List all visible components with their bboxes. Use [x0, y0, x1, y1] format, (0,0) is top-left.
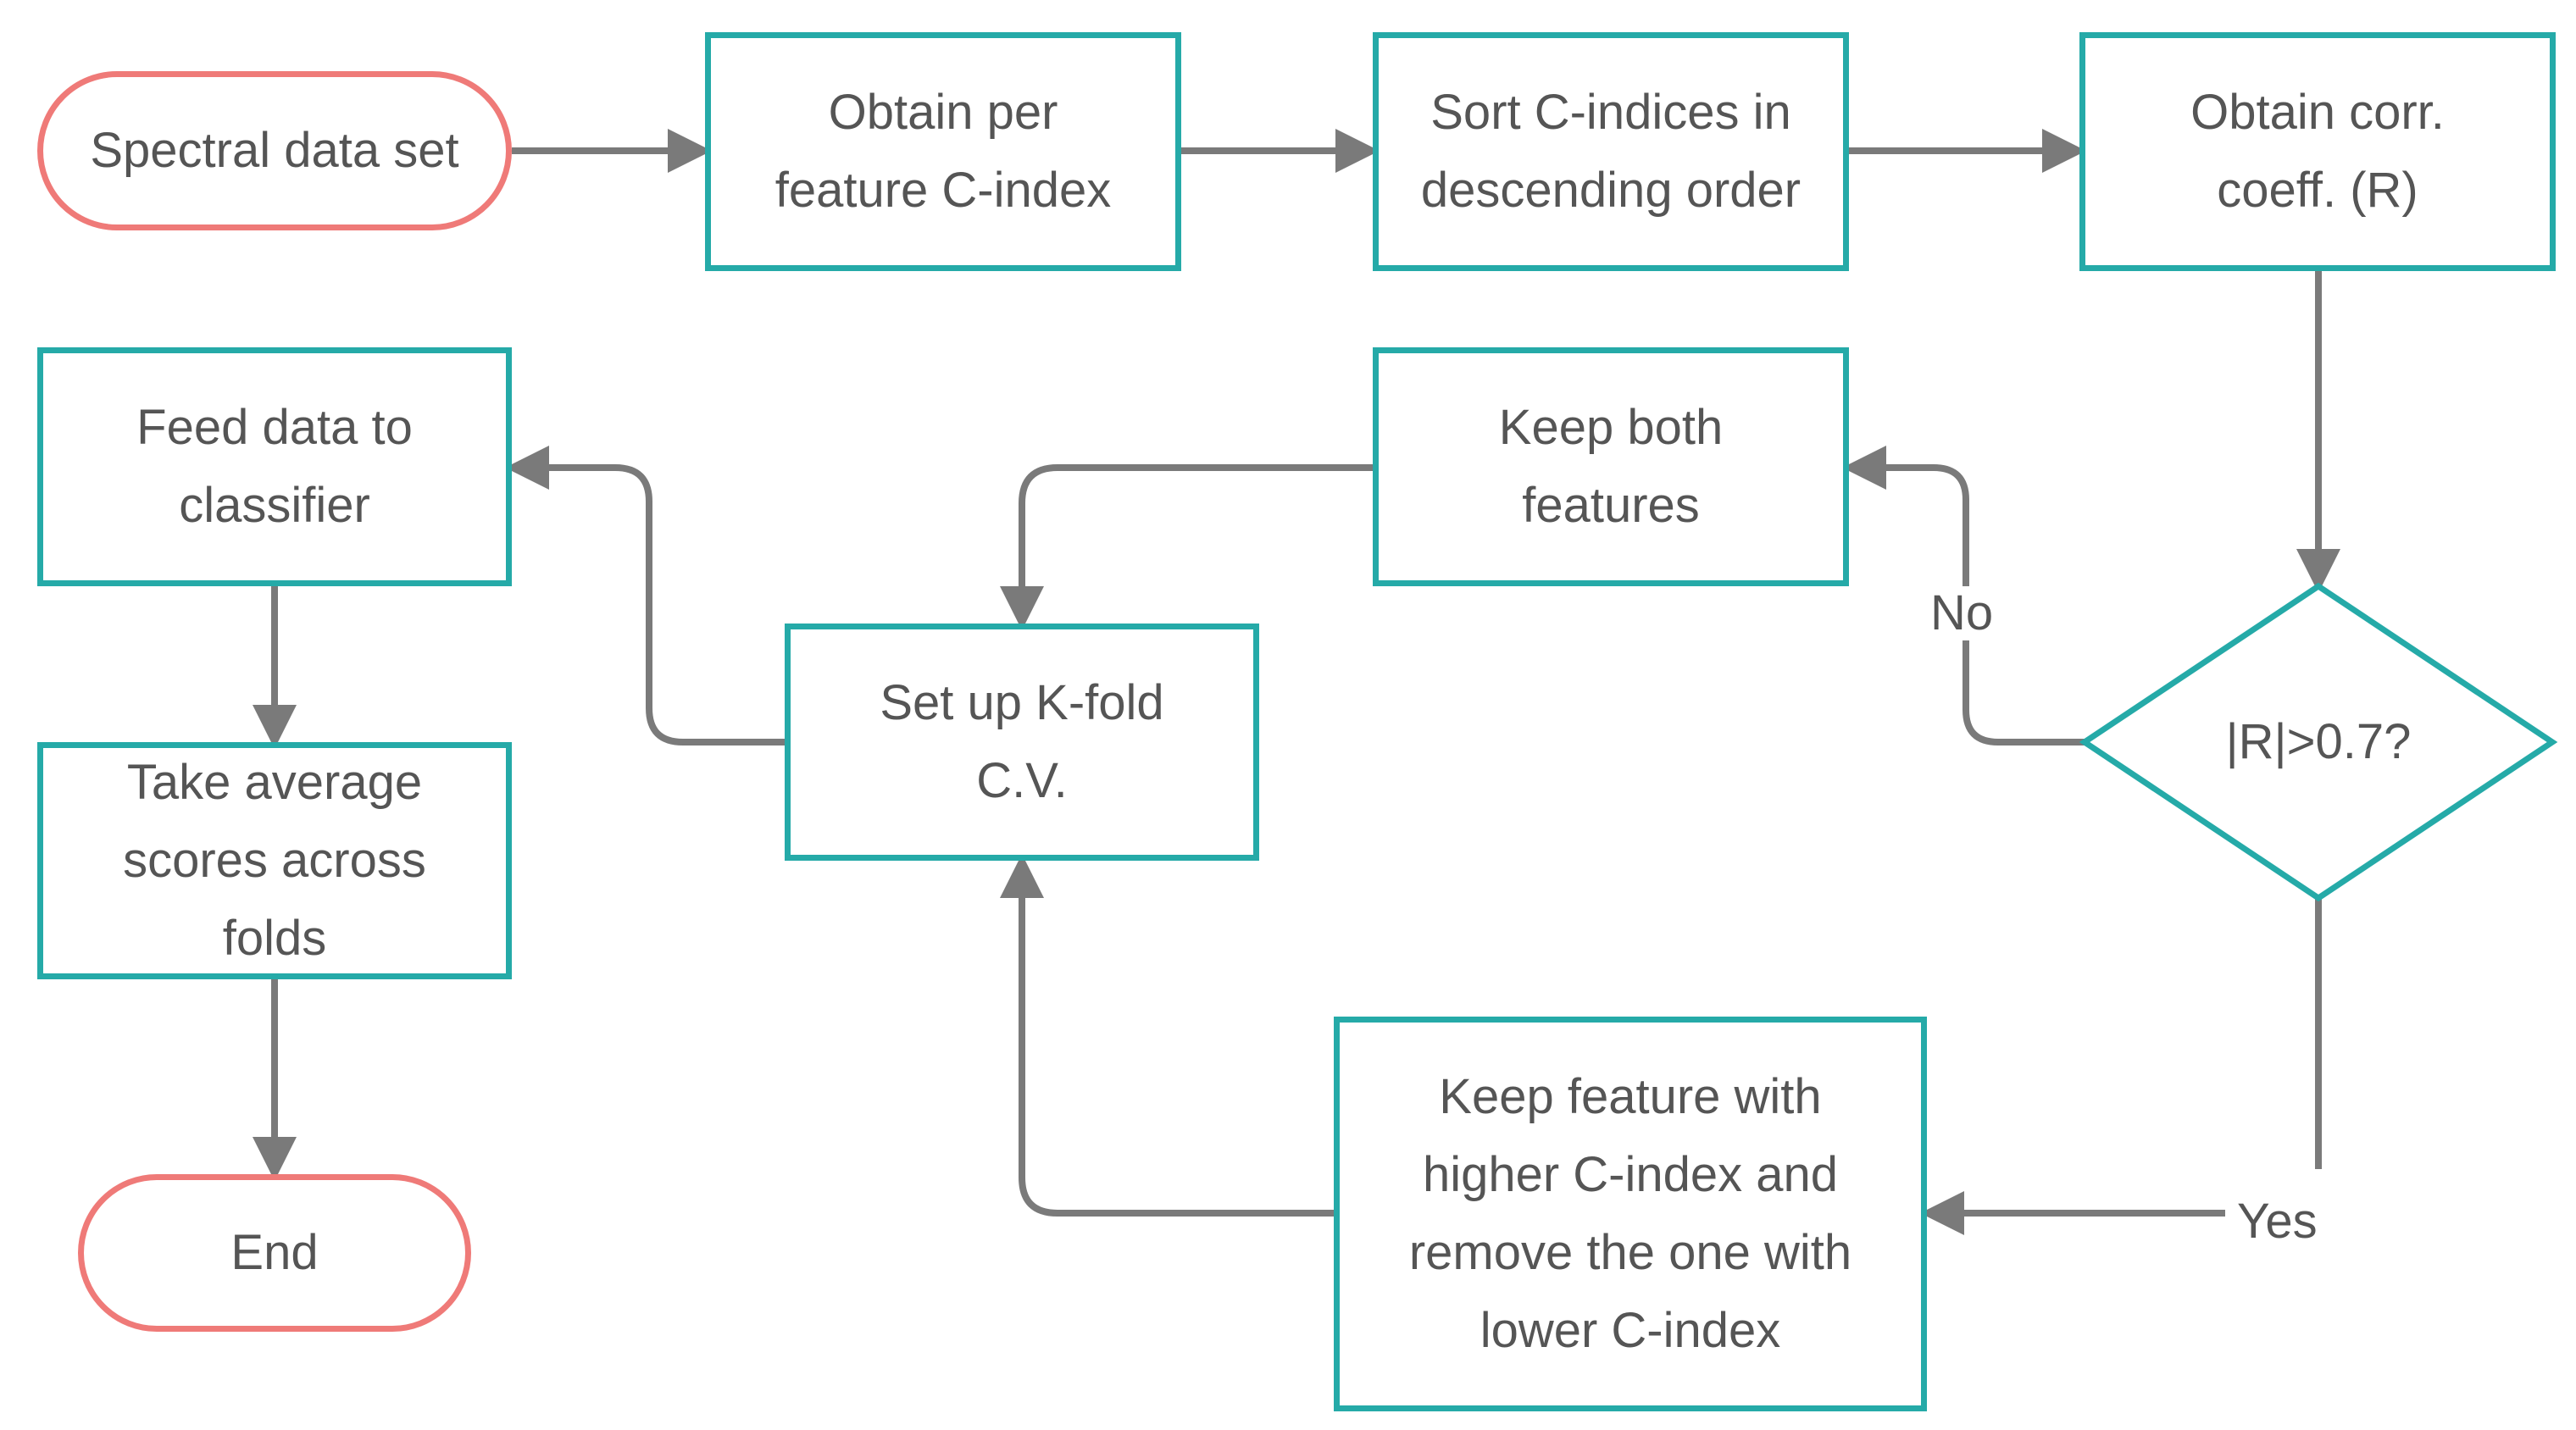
- edge-kfold-to-feed: [505, 446, 785, 745]
- decision-diamond-shape: [2079, 582, 2558, 902]
- start-node-spectral-data-set: Spectral data set: [37, 71, 512, 230]
- process-obtain-corr-coeff: Obtain corr.coeff. (R): [2079, 32, 2556, 271]
- edge-keep-higher-to-kfold: [1000, 854, 1334, 1217]
- end-node: End: [78, 1174, 471, 1332]
- node-label: |R|>0.7?: [2225, 714, 2412, 769]
- edge-keep-both-to-kfold: [1000, 464, 1373, 630]
- edge-label-yes: Yes: [2234, 1194, 2321, 1249]
- node-label: Obtain corr.coeff. (R): [2190, 85, 2445, 218]
- node-label: End: [230, 1225, 319, 1280]
- decision-r-threshold: |R|>0.7?: [2085, 586, 2552, 898]
- edge-decision-yes-to-keep-higher: [1927, 898, 2322, 1213]
- edge-label-no: No: [1927, 586, 1997, 640]
- node-label: Spectral data set: [90, 123, 459, 178]
